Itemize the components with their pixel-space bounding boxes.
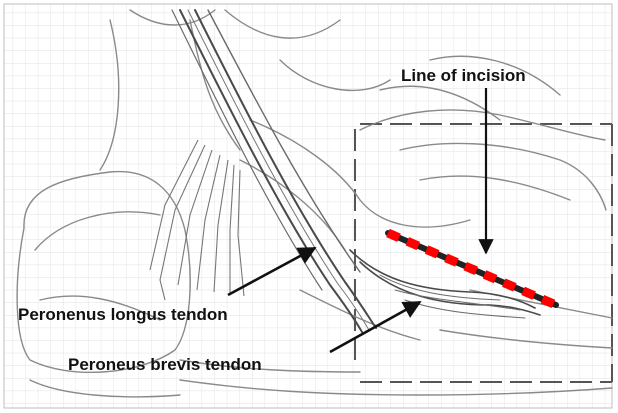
- brevis-tendon-label: Peroneus brevis tendon: [68, 356, 262, 373]
- incision-label: Line of incision: [401, 67, 526, 84]
- longus-tendon-label: Peronenus longus tendon: [18, 306, 228, 323]
